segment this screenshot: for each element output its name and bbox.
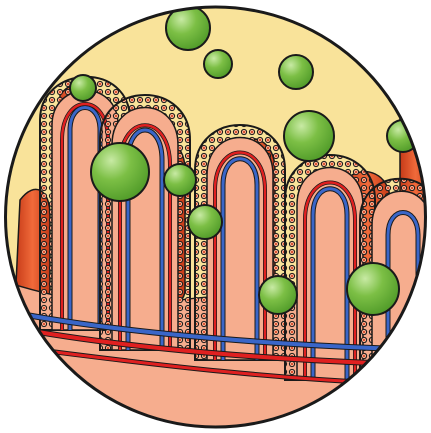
sphere — [91, 143, 149, 201]
sphere — [70, 75, 96, 101]
sphere — [164, 164, 196, 196]
sphere — [347, 263, 399, 315]
sphere — [259, 276, 297, 314]
sphere — [204, 50, 232, 78]
sphere — [279, 55, 313, 89]
sphere — [188, 205, 222, 239]
sphere — [284, 111, 334, 161]
